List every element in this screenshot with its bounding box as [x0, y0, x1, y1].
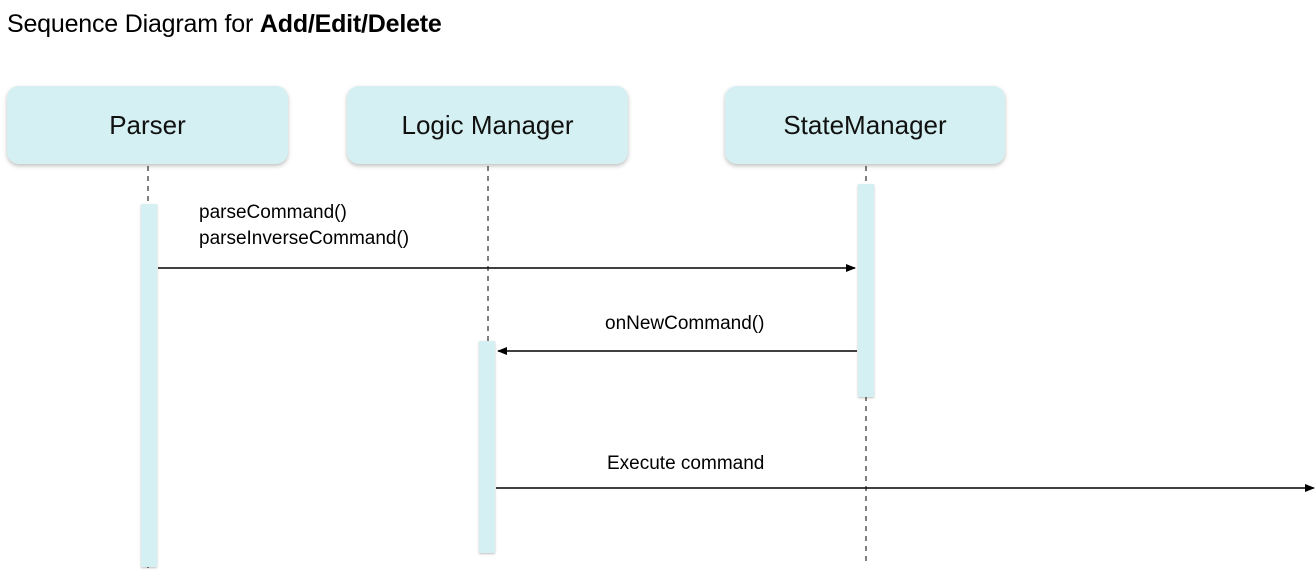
message-label-execute-command: Execute command — [607, 453, 765, 474]
activation-state-manager — [858, 184, 874, 397]
message-label-parse-inverse-command: parseInverseCommand() — [199, 228, 410, 249]
activation-logic-manager — [479, 341, 495, 553]
participant-state-manager-label: StateManager — [783, 109, 947, 140]
participant-parser: Parser — [7, 86, 288, 164]
activation-parser — [141, 204, 157, 567]
participant-logic-manager: Logic Manager — [347, 86, 628, 164]
message-label-parse-command: parseCommand() — [199, 202, 347, 223]
title-prefix: Sequence Diagram for — [7, 10, 260, 38]
message-label-on-new-command: onNewCommand() — [605, 313, 765, 334]
participant-state-manager: StateManager — [725, 86, 1005, 164]
diagram-title: Sequence Diagram for Add/Edit/Delete — [7, 8, 442, 40]
participant-logic-manager-label: Logic Manager — [401, 109, 574, 140]
participant-parser-label: Parser — [109, 109, 186, 140]
title-bold: Add/Edit/Delete — [259, 10, 442, 38]
